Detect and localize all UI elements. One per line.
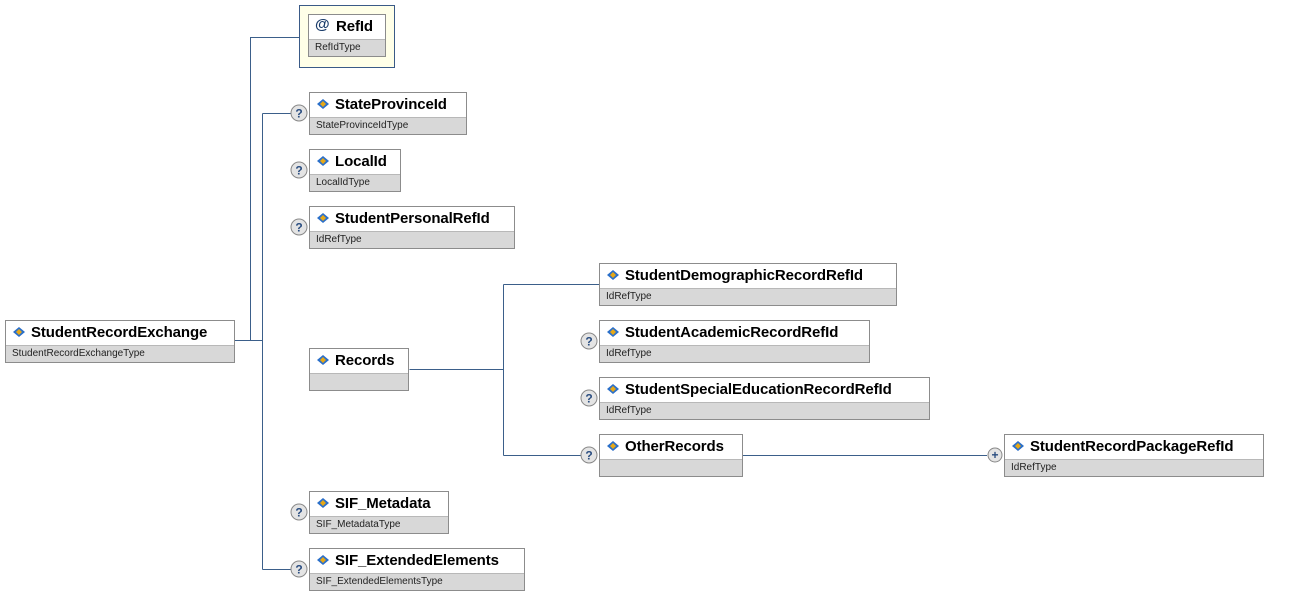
element-type: IdRefType — [1011, 462, 1057, 473]
attribute-box-refid[interactable]: @ RefId RefIdType — [299, 5, 395, 68]
element-box-student-personal-refid[interactable]: StudentPersonalRefId IdRefType — [309, 206, 515, 249]
element-box-other-records[interactable]: OtherRecords — [599, 434, 743, 477]
attribute-type: RefIdType — [315, 42, 361, 53]
element-type: IdRefType — [606, 348, 652, 359]
element-icon — [607, 270, 619, 280]
element-name: StudentAcademicRecordRefId — [625, 324, 839, 341]
root-element-type: StudentRecordExchangeType — [12, 348, 145, 359]
svg-text:?: ? — [295, 506, 302, 520]
optional-badge-icon: ? — [580, 389, 598, 407]
element-name: StudentPersonalRefId — [335, 210, 490, 227]
element-type: IdRefType — [606, 405, 652, 416]
svg-text:?: ? — [585, 335, 592, 349]
svg-text:?: ? — [585, 449, 592, 463]
element-type: StateProvinceIdType — [316, 120, 409, 131]
element-box-state-province-id[interactable]: StateProvinceId StateProvinceIdType — [309, 92, 467, 135]
optional-badge-icon: ? — [290, 104, 308, 122]
element-icon — [317, 156, 329, 166]
element-type: LocalIdType — [316, 177, 370, 188]
element-icon — [607, 441, 619, 451]
attribute-name: RefId — [336, 18, 374, 35]
element-icon — [317, 99, 329, 109]
element-icon — [317, 355, 329, 365]
element-name: SIF_Metadata — [335, 495, 431, 512]
optional-badge-icon: ? — [290, 503, 308, 521]
element-name: StudentDemographicRecordRefId — [625, 267, 863, 284]
element-type: SIF_MetadataType — [316, 519, 401, 530]
attribute-icon: @ — [315, 16, 330, 33]
element-name: LocalId — [335, 153, 387, 170]
element-type: IdRefType — [606, 291, 652, 302]
optional-badge-icon: ? — [290, 161, 308, 179]
repeatable-plus-icon[interactable]: + — [987, 447, 1003, 463]
element-icon — [1012, 441, 1024, 451]
element-icon — [317, 213, 329, 223]
element-box-records[interactable]: Records — [309, 348, 409, 391]
element-box-sif-metadata[interactable]: SIF_Metadata SIF_MetadataType — [309, 491, 449, 534]
element-icon — [317, 555, 329, 565]
svg-text:+: + — [991, 448, 998, 462]
root-element-box[interactable]: StudentRecordExchange StudentRecordExcha… — [5, 320, 235, 363]
element-name: StateProvinceId — [335, 96, 447, 113]
element-box-student-special-education-record-refid[interactable]: StudentSpecialEducationRecordRefId IdRef… — [599, 377, 930, 420]
optional-badge-icon: ? — [580, 446, 598, 464]
optional-badge-icon: ? — [580, 332, 598, 350]
element-box-local-id[interactable]: LocalId LocalIdType — [309, 149, 401, 192]
element-name: Records — [335, 352, 395, 369]
root-element-name: StudentRecordExchange — [31, 324, 208, 341]
element-icon — [317, 498, 329, 508]
optional-badge-icon: ? — [290, 218, 308, 236]
element-name: StudentSpecialEducationRecordRefId — [625, 381, 892, 398]
svg-text:?: ? — [295, 164, 302, 178]
svg-text:?: ? — [295, 563, 302, 577]
element-box-student-demographic-record-refid[interactable]: StudentDemographicRecordRefId IdRefType — [599, 263, 897, 306]
optional-badge-icon: ? — [290, 560, 308, 578]
svg-text:?: ? — [585, 392, 592, 406]
svg-text:?: ? — [295, 107, 302, 121]
element-box-sif-extended-elements[interactable]: SIF_ExtendedElements SIF_ExtendedElement… — [309, 548, 525, 591]
element-type: SIF_ExtendedElementsType — [316, 576, 443, 587]
element-name: SIF_ExtendedElements — [335, 552, 499, 569]
element-name: StudentRecordPackageRefId — [1030, 438, 1234, 455]
element-box-student-record-package-refid[interactable]: StudentRecordPackageRefId IdRefType — [1004, 434, 1264, 477]
element-icon — [607, 384, 619, 394]
element-type: IdRefType — [316, 234, 362, 245]
element-box-student-academic-record-refid[interactable]: StudentAcademicRecordRefId IdRefType — [599, 320, 870, 363]
element-icon — [607, 327, 619, 337]
element-name: OtherRecords — [625, 438, 724, 455]
svg-text:?: ? — [295, 221, 302, 235]
element-icon — [13, 327, 25, 337]
